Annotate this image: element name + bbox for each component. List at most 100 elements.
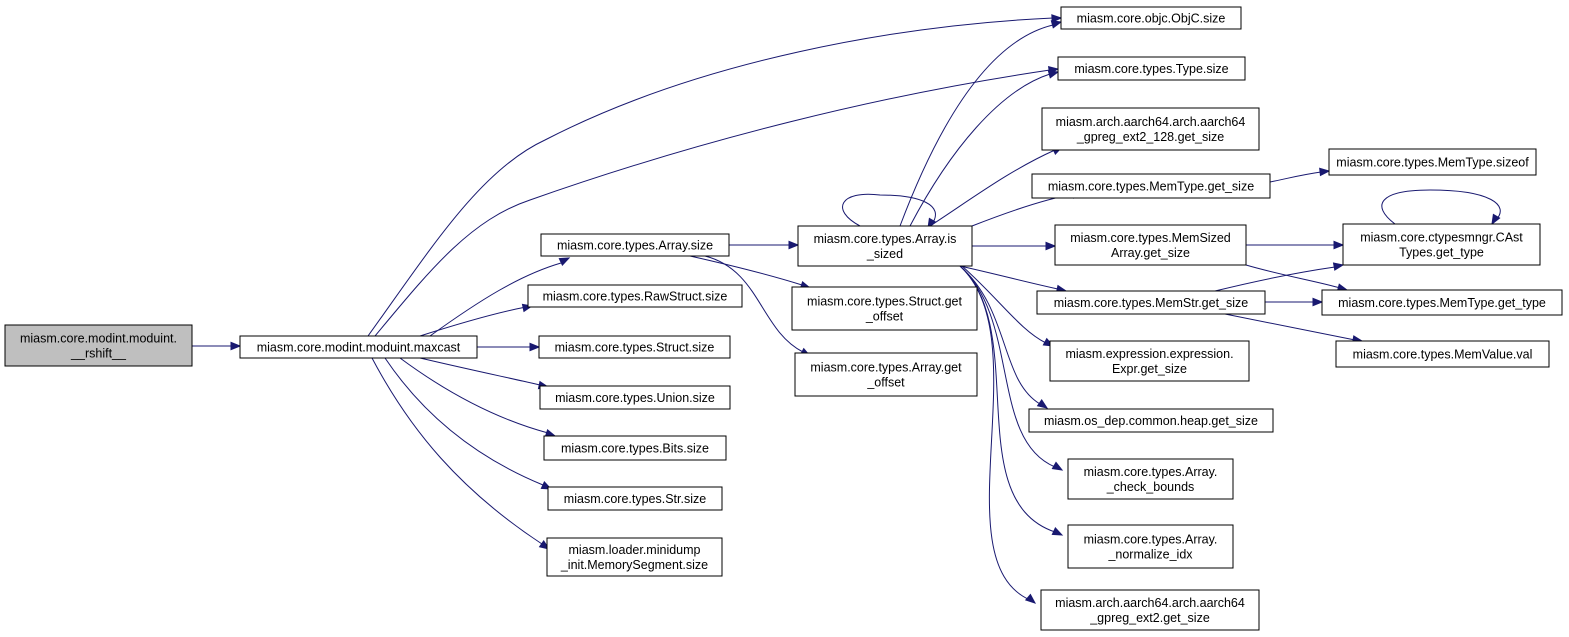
edge-n17-to-n26	[1224, 313, 1364, 344]
graph-node-n7[interactable]: miasm.core.types.Union.size	[539, 385, 731, 410]
node-label-line: miasm.core.types.Bits.size	[561, 442, 709, 456]
graph-node-n6[interactable]: miasm.core.types.Struct.size	[538, 335, 731, 359]
node-label-line: __rshift__	[70, 347, 127, 361]
node-label-line: miasm.core.types.MemType.get_size	[1048, 180, 1254, 194]
node-label-line: miasm.core.types.MemType.get_type	[1338, 296, 1546, 310]
node-label-line: miasm.core.objc.ObjC.size	[1077, 12, 1226, 26]
edge-line	[1245, 264, 1341, 289]
edge-line	[367, 17, 1054, 337]
node-label-line: miasm.core.types.MemSized	[1070, 231, 1231, 245]
node-box	[539, 385, 731, 410]
edge-line	[842, 193, 936, 227]
arrowhead-icon	[1491, 213, 1501, 226]
edge-n16-to-n24	[1246, 240, 1345, 250]
arrowhead-icon	[529, 342, 541, 352]
edge-n17-to-n24	[1214, 262, 1345, 292]
node-box	[1335, 340, 1550, 368]
node-box	[1054, 224, 1247, 266]
edge-n11-to-n20	[959, 265, 1064, 471]
node-box	[1328, 148, 1537, 176]
graph-node-n4[interactable]: miasm.core.types.Array.size	[540, 233, 730, 257]
node-label-line: miasm.os_dep.common.heap.get_size	[1044, 414, 1258, 428]
node-label-line: miasm.core.types.MemType.sizeof	[1336, 156, 1529, 170]
arrowhead-icon	[1332, 262, 1345, 271]
node-label-line: miasm.core.modint.moduint.	[20, 332, 177, 346]
edge-n4-to-n12	[689, 255, 812, 290]
node-box	[1040, 589, 1260, 631]
edges-layer	[192, 14, 1501, 604]
graph-node-n19[interactable]: miasm.os_dep.common.heap.get_size	[1028, 408, 1274, 433]
graph-node-n25[interactable]: miasm.core.types.MemType.get_type	[1321, 289, 1563, 316]
edge-n1-to-n6	[477, 342, 541, 352]
edge-line	[899, 24, 1054, 227]
graph-node-n2[interactable]: miasm.core.objc.ObjC.size	[1060, 6, 1242, 30]
node-label-line: Types.get_type	[1399, 246, 1484, 260]
arrowhead-icon	[1045, 241, 1057, 251]
node-box	[1321, 289, 1563, 316]
graph-node-n3[interactable]: miasm.core.types.Type.size	[1057, 56, 1246, 81]
node-box	[1067, 458, 1234, 500]
node-label-line: miasm.core.types.MemValue.val	[1353, 348, 1533, 362]
arrowhead-icon	[1333, 240, 1345, 250]
edge-n11-to-n11	[842, 193, 937, 230]
graph-node-n9[interactable]: miasm.core.types.Str.size	[547, 486, 723, 511]
node-label-line: miasm.core.types.Union.size	[555, 391, 715, 405]
edge-n1-to-n2	[367, 14, 1063, 337]
edge-n11-to-n19	[959, 265, 1049, 409]
node-box	[1342, 223, 1541, 266]
edge-n11-to-n16	[972, 241, 1057, 251]
node-label-line: _offset	[866, 376, 905, 390]
node-box	[794, 352, 978, 397]
edge-line	[959, 265, 1031, 601]
node-box	[1060, 6, 1242, 30]
graph-node-n5[interactable]: miasm.core.types.RawStruct.size	[527, 284, 743, 308]
graph-node-n11[interactable]: miasm.core.types.Array.is_sized	[797, 225, 973, 267]
graph-node-n1[interactable]: miasm.core.modint.moduint.maxcast	[239, 335, 478, 359]
edge-line	[1269, 171, 1322, 183]
arrowhead-icon	[1312, 297, 1324, 307]
graph-node-n12[interactable]: miasm.core.types.Struct.get_offset	[791, 286, 978, 331]
node-label-line: miasm.core.types.MemStr.get_size	[1054, 296, 1249, 310]
node-label-line: Array.get_size	[1111, 246, 1190, 260]
graph-node-n21[interactable]: miasm.core.types.Array._normalize_idx	[1067, 524, 1234, 569]
node-box	[527, 284, 743, 308]
node-box	[1057, 56, 1246, 81]
edge-line	[384, 357, 544, 486]
graph-node-n0[interactable]: miasm.core.modint.moduint.__rshift__	[4, 324, 193, 367]
graph-node-n23[interactable]: miasm.core.types.MemType.sizeof	[1328, 148, 1537, 176]
graph-node-n22[interactable]: miasm.arch.aarch64.arch.aarch64_gpreg_ex…	[1040, 589, 1260, 631]
graph-node-n17[interactable]: miasm.core.types.MemStr.get_size	[1036, 290, 1266, 315]
graph-node-n15[interactable]: miasm.core.types.MemType.get_size	[1031, 173, 1271, 199]
edge-n15-to-n23	[1269, 167, 1331, 183]
graph-node-n26[interactable]: miasm.core.types.MemValue.val	[1335, 340, 1550, 368]
node-box	[1028, 408, 1274, 433]
node-label-line: miasm.core.types.Array.get	[810, 361, 962, 375]
node-label-line: Expr.get_size	[1112, 362, 1187, 376]
nodes-layer: miasm.core.modint.moduint.__rshift__mias…	[4, 6, 1563, 631]
node-label-line: miasm.core.ctypesmngr.CAst	[1360, 231, 1523, 245]
arrowhead-icon	[558, 257, 571, 266]
graph-node-n14[interactable]: miasm.arch.aarch64.arch.aarch64_gpreg_ex…	[1041, 107, 1260, 151]
graph-node-n8[interactable]: miasm.core.types.Bits.size	[543, 435, 727, 461]
graph-node-n20[interactable]: miasm.core.types.Array._check_bounds	[1067, 458, 1234, 500]
node-label-line: _offset	[865, 310, 904, 324]
graph-node-n18[interactable]: miasm.expression.expression.Expr.get_siz…	[1049, 340, 1250, 382]
node-box	[4, 324, 193, 367]
edge-n11-to-n2	[899, 20, 1063, 227]
edge-n4-to-n11	[729, 240, 800, 250]
graph-node-n13[interactable]: miasm.core.types.Array.get_offset	[794, 352, 978, 397]
node-box	[543, 435, 727, 461]
edge-n16-to-n25	[1245, 264, 1349, 292]
node-box	[239, 335, 478, 359]
arrowhead-icon	[1047, 70, 1060, 79]
node-box	[540, 233, 730, 257]
node-box	[546, 537, 723, 577]
graph-node-n10[interactable]: miasm.loader.minidump_init.MemorySegment…	[546, 537, 723, 577]
node-label-line: _gpreg_ext2_128.get_size	[1076, 130, 1224, 144]
node-label-line: miasm.arch.aarch64.arch.aarch64	[1056, 115, 1246, 129]
edge-line	[419, 306, 527, 337]
edge-line	[929, 149, 1056, 227]
arrowhead-icon	[1051, 527, 1064, 536]
